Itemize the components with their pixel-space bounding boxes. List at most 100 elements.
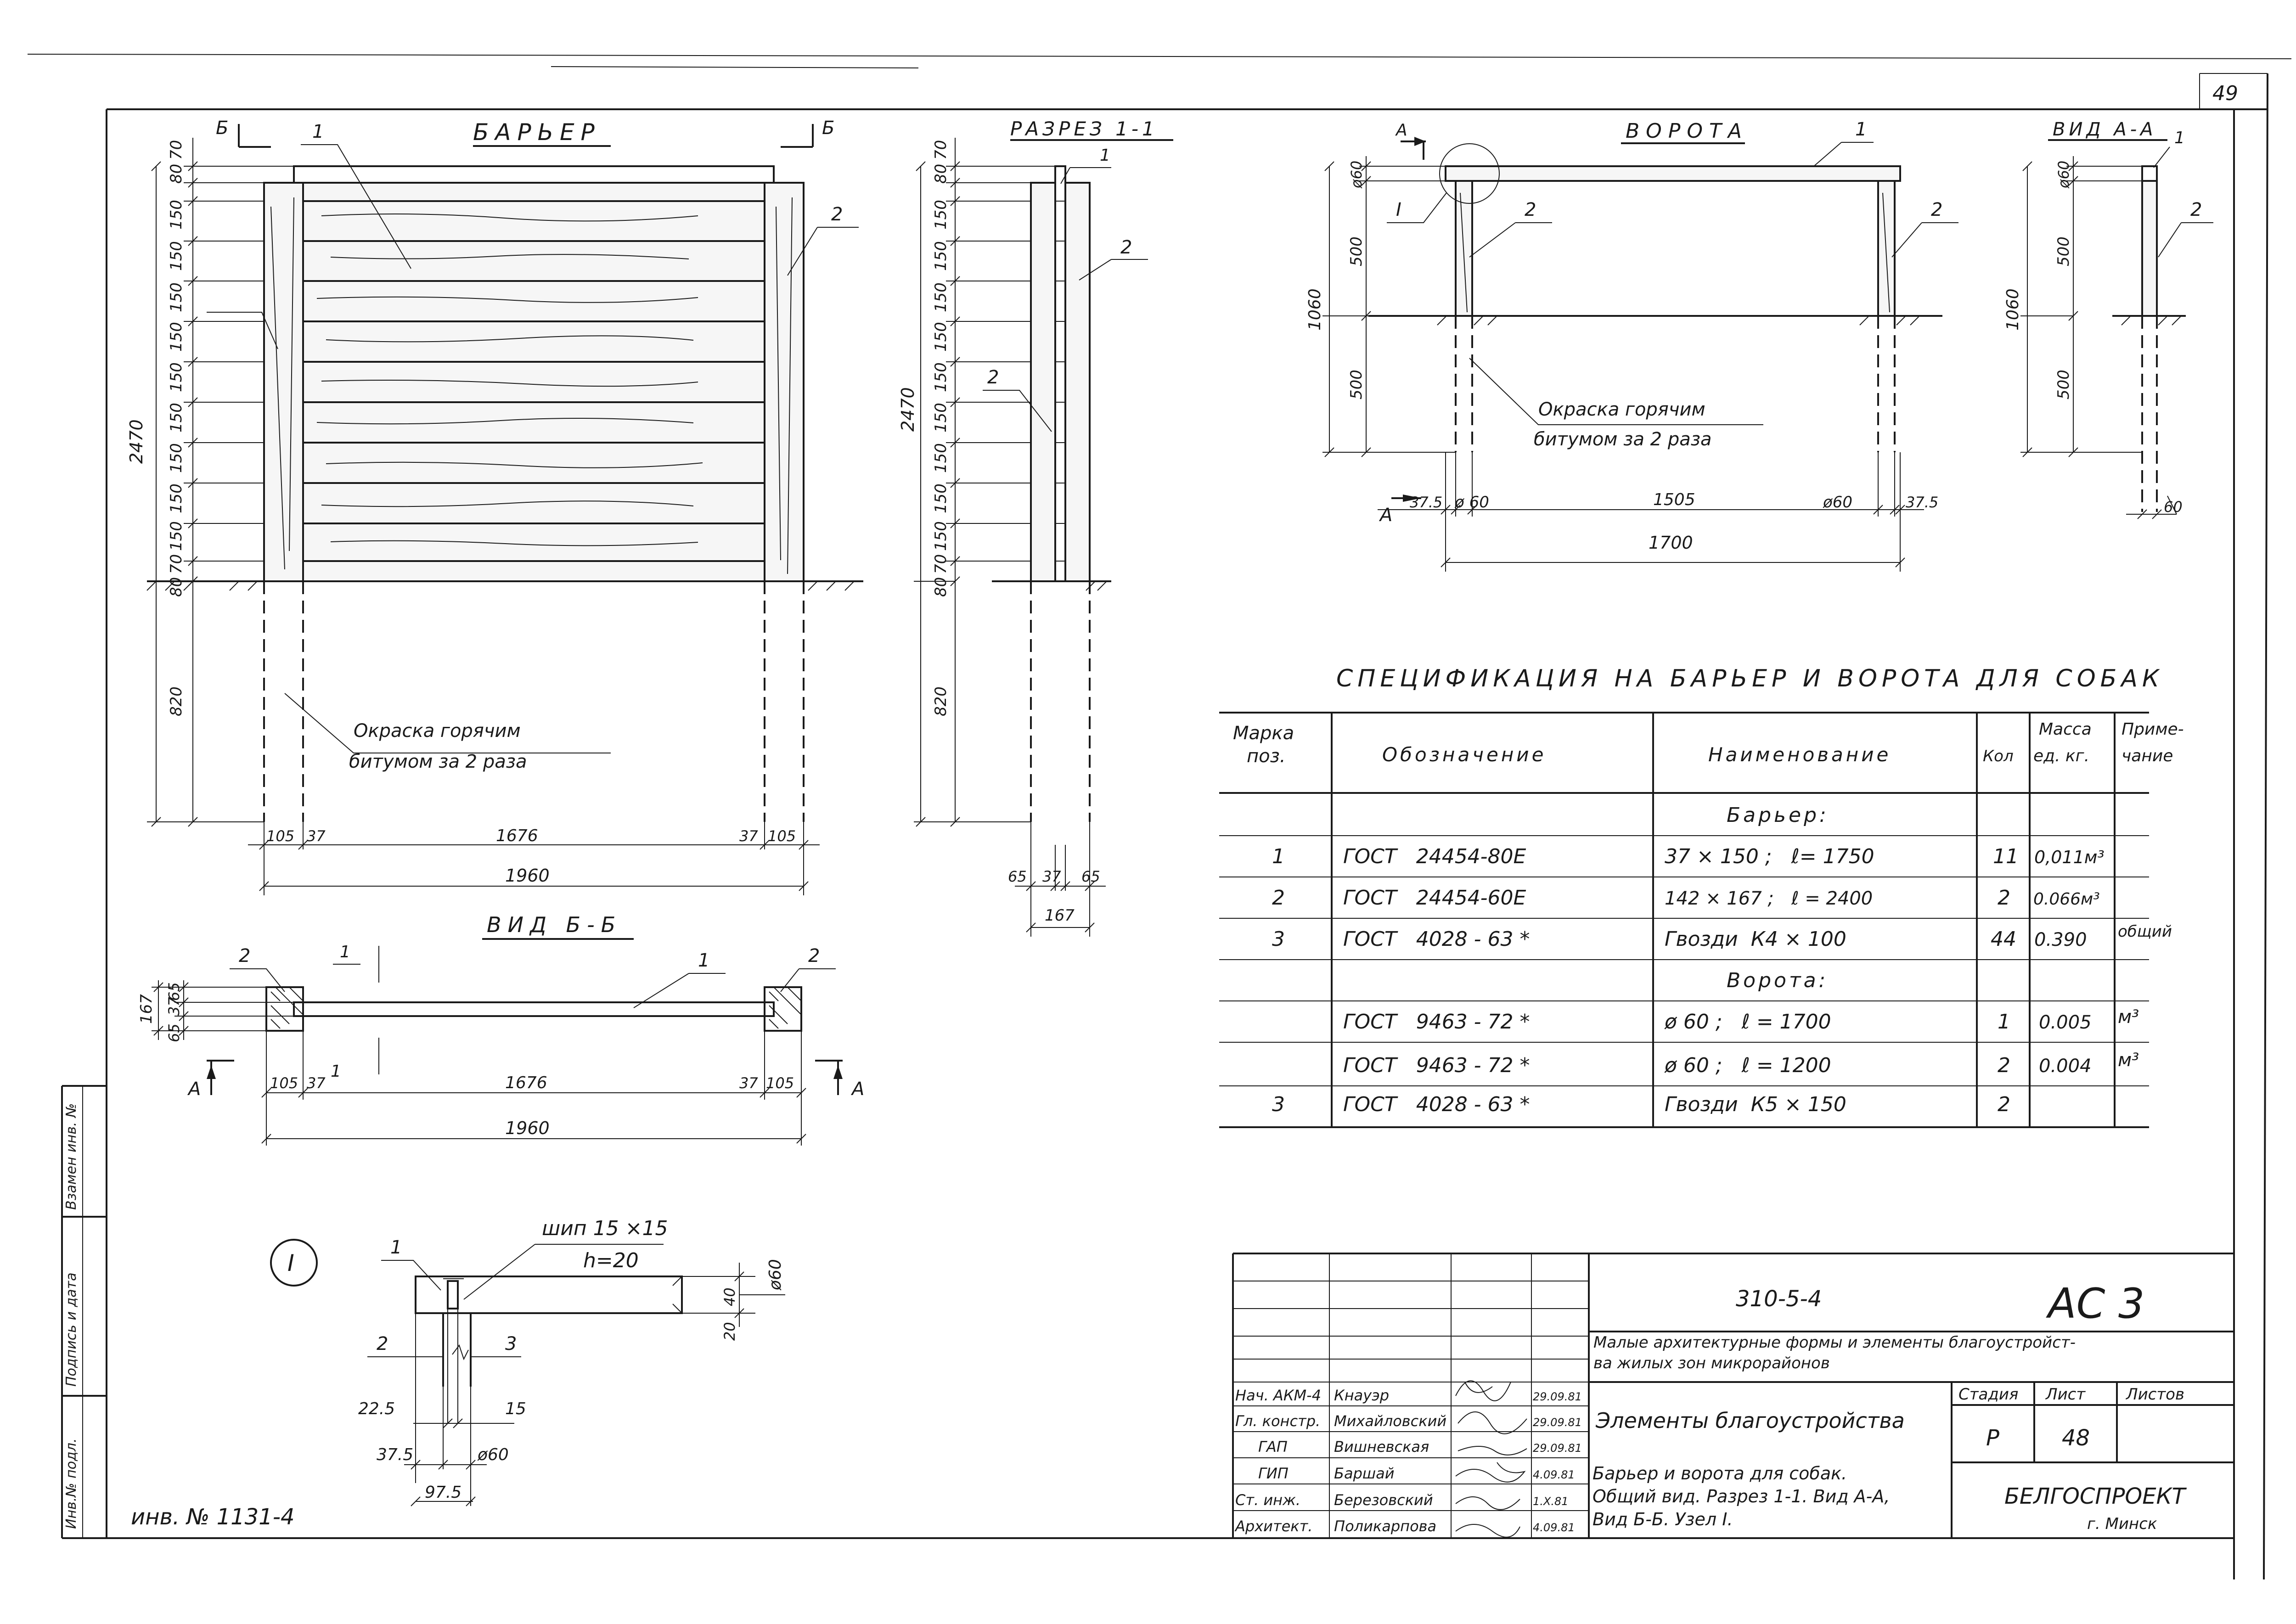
section11-hdim-0: 65 [1008,868,1027,885]
viewaa-title: ВИД А-А [2053,119,2157,140]
spec-section-gate: Ворота: [1727,969,1828,992]
tb-project-line2: ва жилых зон микрорайонов [1593,1354,1830,1372]
spec-header-mass-l2: ед. кг. [2033,747,2089,765]
barrier-title: БАРЬЕР [473,119,601,146]
tb-signer-1-role: Нач. АКМ-4 [1235,1387,1321,1404]
barrier-hdim-0: 105 [266,827,294,845]
spec-row-4-qty: 1 [1998,1010,2010,1034]
section11-vdim-13: 820 [932,686,950,716]
gate-vdim-0: ø60 [1348,161,1365,189]
gate-vdim-1: 500 [1347,236,1366,266]
tb-signer-3-role: ГАП [1258,1438,1288,1455]
tb-sheet-code: АС 3 [2046,1280,2144,1328]
viewaa-vdim-1: 500 [2054,236,2073,266]
spec-row-3-mass: 0.390 [2034,929,2087,950]
node-tenon-line1: шип 15 ×15 [542,1217,668,1240]
tb-sheet-label: Лист [2045,1385,2086,1404]
barrier-total-width: 1960 [505,865,550,886]
gate-callout-2-left: 2 [1525,199,1536,220]
tb-signer-2-name: Михайловский [1334,1412,1446,1430]
section11-vdim-9: 150 [932,483,950,513]
gate-hdim-3: ø60 [1823,493,1852,511]
spec-row-2-mass: 0.066м³ [2033,890,2100,909]
viewaa-vdim-0: ø60 [2055,161,2072,189]
spec-header-qty: Кол [1983,747,2014,765]
tb-doc-code: 310-5-4 [1736,1286,1822,1312]
tb-signer-2-role: Гл. констр. [1235,1412,1320,1430]
barrier-vdim-4: 150 [167,282,186,312]
section11-vdim-4: 150 [932,282,950,312]
viewbb-hdim-2: 1676 [505,1073,547,1092]
tb-stage: Р [1986,1425,1999,1451]
spec-row-5-name: ø 60 ; ℓ = 1200 [1664,1054,1831,1077]
spec-section-barrier: Барьер: [1727,804,1829,827]
section11-vdim-2: 150 [932,200,950,230]
node-bottom-dim-1: 15 [505,1399,526,1418]
tb-city: г. Минск [2087,1515,2157,1533]
node-tenon-line2: h=20 [583,1249,639,1272]
barrier-hdim-1: 37 [307,827,326,845]
spec-row-4-note: м³ [2118,1006,2139,1028]
tb-signer-6-role: Архитект. [1234,1517,1312,1535]
spec-header-designation: Обозначение [1382,743,1546,766]
barrier-vdim-3: 150 [167,241,186,271]
page-number: 49 [2212,82,2238,105]
node-detail: I шип 15 ×15 h=20 1 2 3 40 20 ø60 22.5 1 [270,1217,785,1506]
gate-note-line2: битумом за 2 раза [1534,429,1712,450]
viewbb-hdim-1: 37 [307,1074,326,1092]
gate-callout-2-right: 2 [1931,199,1942,220]
gate-hdim-0: 37.5 [1410,494,1442,511]
viewaa-callout-2: 2 [2190,199,2202,220]
tb-drawing-line2: Общий вид. Разрез 1-1. Вид А-А, [1593,1486,1890,1506]
viewbb-total-width: 1960 [505,1118,550,1138]
tb-signer-5-date: 1.X.81 [1533,1495,1569,1508]
node-bottom-dim-0: 22.5 [358,1399,395,1418]
tb-signer-1-date: 29.09.81 [1533,1390,1582,1403]
barrier-vdim-1: 80 [167,164,186,184]
spec-row-2-qty: 2 [1998,886,2010,910]
spec-header-mass-l1: Масса [2039,720,2092,739]
spec-header-name: Наименование [1708,743,1891,766]
node-right-dim-1: 20 [721,1322,738,1341]
side-label-3: Взамен инв. № [63,1103,79,1210]
spec-row-5-qty: 2 [1998,1054,2010,1077]
viewbb-hdim-4: 105 [766,1074,794,1092]
view-aa: ВИД А-А 1 2 ø60 500 500 1060 60 [2003,119,2213,519]
viewaa-callout-1: 1 [2174,129,2185,147]
spec-row-1-mark: 1 [1272,845,1285,868]
tb-drawing-line1: Барьер и ворота для собак. [1593,1463,1847,1484]
tb-drawing-line3: Вид Б-Б. Узел I. [1593,1509,1733,1529]
signature-scribbles [1455,1380,1527,1538]
gate-total-width: 1700 [1649,533,1693,553]
section11-vdim-7: 150 [932,403,950,433]
section11-vdim-5: 150 [932,322,950,352]
barrier-note-line2: битумом за 2 раза [349,751,527,772]
node-right-dim-2: ø60 [766,1259,785,1291]
viewbb-callout-1-bottom: 1 [331,1062,341,1081]
section11-vdim-8: 150 [932,443,950,473]
section11-title: РАЗРЕЗ 1-1 [1010,118,1158,140]
spec-row-3-name: Гвозди К4 × 100 [1665,927,1846,951]
barrier-vdim-6: 150 [167,362,186,392]
barrier-vdim-5: 150 [167,322,186,352]
spec-header-mark-l1: Марка [1233,723,1294,744]
barrier-vdim-7: 150 [167,403,186,433]
barrier-vdim-8: 150 [167,443,186,473]
node-bottom-dim-4: 97.5 [425,1483,461,1502]
spec-row-5-note: м³ [2118,1050,2139,1071]
viewbb-callout-2-left: 2 [239,945,250,967]
inv-number: инв. № 1131-4 [131,1504,295,1530]
gate-hdim-1: ø 60 [1454,493,1489,511]
tb-signer-2-date: 29.09.81 [1533,1416,1582,1429]
tb-signer-5-role: Ст. инж. [1235,1491,1300,1509]
spec-row-1-mass: 0,011м³ [2034,847,2105,867]
section11-vdim-12: 80 [932,577,950,597]
barrier-vdim-9: 150 [167,483,186,513]
gate-title: ВОРОТА [1626,119,1748,143]
barrier-section-mark-right: Б [822,118,834,139]
spec-header-note-l1: Приме- [2122,720,2184,739]
gate-note-line1: Окраска горячим [1538,399,1705,420]
section11-hdim-1: 37 [1042,868,1061,885]
viewaa-bottom-dim: 60 [2164,498,2183,516]
gate-section-mark: А [1395,121,1407,140]
